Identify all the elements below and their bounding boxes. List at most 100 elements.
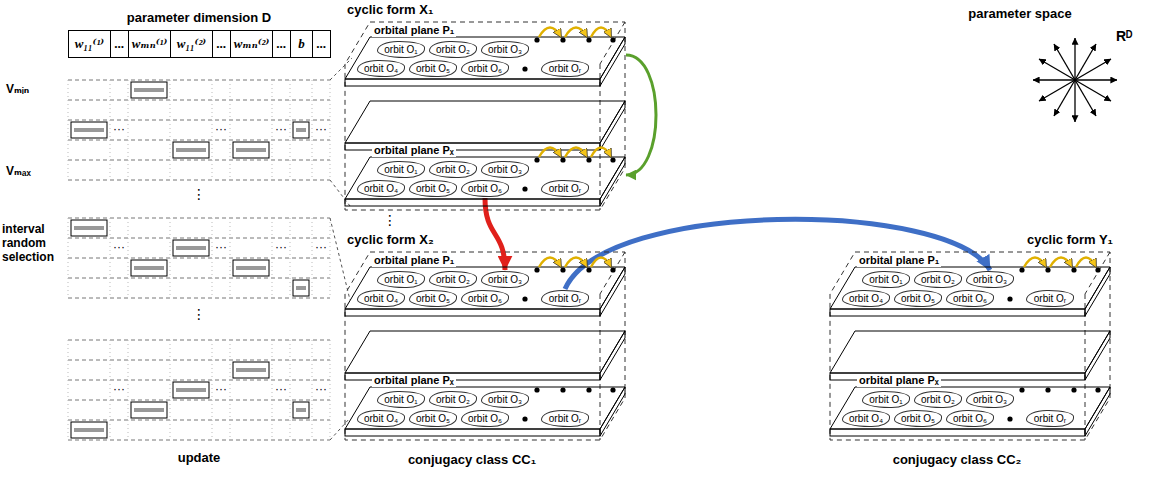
vertical-ellipsis: ⋮ bbox=[382, 212, 398, 229]
value-interval-box bbox=[293, 402, 309, 418]
orbit-label: orbit O₂ bbox=[921, 274, 955, 285]
orbit-label: orbit O₅ bbox=[416, 413, 450, 424]
plane-shape bbox=[345, 37, 625, 79]
plane-shape bbox=[830, 331, 1110, 373]
selected-value-bar bbox=[236, 266, 266, 270]
orbit-region: orbit O₁ bbox=[862, 391, 910, 408]
element-dot bbox=[560, 37, 565, 42]
selected-value-bar bbox=[176, 246, 206, 250]
orbit-label: orbit O₆ bbox=[468, 413, 502, 424]
grid-column-lines bbox=[68, 80, 330, 440]
orbit-region: orbit O₁ bbox=[377, 41, 425, 58]
plane-shape bbox=[830, 267, 1110, 309]
orbit-region: orbit O₄ bbox=[357, 290, 405, 307]
vertical-ellipsis: ⋮ bbox=[191, 186, 207, 203]
parameter-cell: ... bbox=[312, 30, 331, 58]
orbit-region: orbit O₂ bbox=[914, 391, 962, 408]
element-dot bbox=[534, 387, 539, 392]
grid-column-lines bbox=[68, 218, 330, 298]
selected-value-bar bbox=[236, 148, 266, 152]
orbit-step-arrow bbox=[1076, 258, 1096, 268]
orbit-label: orbit O₅ bbox=[416, 293, 450, 304]
parameter-cell: wₘₙ⁽¹⁾ bbox=[128, 30, 171, 58]
cube-outline bbox=[830, 252, 1110, 440]
orbit-label: orbit O₃ bbox=[973, 394, 1007, 405]
parameter-space-star bbox=[1033, 79, 1075, 80]
cyclic-form-title: cyclic form X₂ bbox=[345, 232, 436, 248]
orbit-region: orbit O₂ bbox=[429, 41, 477, 58]
table-title: parameter dimension D bbox=[68, 10, 330, 26]
orbit-label: orbit O₆ bbox=[468, 63, 502, 74]
selected-value-bar bbox=[296, 408, 306, 412]
element-dot bbox=[534, 37, 539, 42]
cyclic-form-box: cyclic form X₁orbital plane P₁orbit O₁or… bbox=[345, 2, 630, 212]
parameter-space-star bbox=[1074, 38, 1075, 80]
parameter-space-star bbox=[1075, 44, 1096, 80]
parameter-name: ... bbox=[317, 36, 327, 52]
plane-shape bbox=[830, 387, 1110, 429]
orbit-region: orbit O₄ bbox=[357, 180, 405, 197]
orbit-label: orbit O₂ bbox=[436, 394, 470, 405]
orbit-label: orbit O₂ bbox=[921, 394, 955, 405]
plane-shape bbox=[345, 387, 625, 429]
orbit-label: orbit Oᵣ bbox=[549, 293, 581, 304]
ellipsis: ··· bbox=[110, 382, 128, 396]
parameter-name: wₘₙ⁽²⁾ bbox=[234, 36, 270, 52]
orbital-plane: orbital plane Pₓorbit O₁orbit O₂orbit O₃… bbox=[345, 144, 625, 206]
orbit-label: orbit O₂ bbox=[436, 274, 470, 285]
orbit-region: orbit O₆ bbox=[461, 410, 509, 427]
element-dot bbox=[1007, 416, 1012, 421]
selected-value-bar bbox=[296, 286, 306, 290]
orbit-label: orbit Oᵣ bbox=[1034, 293, 1066, 304]
cyclic-form-box: cyclic form Y₁ orbital plane P₁ orbit O₁ or… bbox=[830, 232, 1115, 442]
orbit-label: orbit Oᵣ bbox=[549, 63, 581, 74]
orbit-label: orbit O₃ bbox=[488, 274, 522, 285]
orbit-region: orbit O₃ bbox=[481, 391, 529, 408]
element-dot bbox=[534, 157, 539, 162]
orbit-label: orbit O₄ bbox=[849, 413, 883, 424]
orbital-plane: orbital plane P₁orbit O₁orbit O₂orbit O₃… bbox=[345, 254, 625, 316]
ellipsis: ··· bbox=[312, 382, 330, 396]
element-dot bbox=[522, 186, 527, 191]
element-dot bbox=[1071, 387, 1076, 392]
orbit-step-arrow bbox=[565, 258, 587, 268]
plane-shape bbox=[345, 331, 625, 373]
orbit-region: orbit O₃ bbox=[481, 161, 529, 178]
orbit-region: orbit O₂ bbox=[429, 391, 477, 408]
plane-shape bbox=[345, 101, 625, 143]
conjugacy-arrow bbox=[565, 219, 990, 289]
plane-shape bbox=[1085, 331, 1110, 380]
value-interval-box bbox=[173, 240, 209, 256]
intra-class-arrow bbox=[626, 55, 656, 175]
orbit-label: orbit O₆ bbox=[468, 183, 502, 194]
element-dot bbox=[610, 267, 615, 272]
orbit-region: orbit Oᵣ bbox=[1026, 290, 1074, 307]
orbit-region: orbit O₁ bbox=[377, 161, 425, 178]
grid-row-lines bbox=[68, 340, 330, 440]
orbit-region: orbit O₃ bbox=[481, 271, 529, 288]
parameter-cell: b bbox=[290, 30, 313, 58]
orbit-label: orbit O₃ bbox=[488, 164, 522, 175]
orbit-region: orbit O₆ bbox=[461, 290, 509, 307]
orbit-label: orbit Oᵣ bbox=[1034, 413, 1066, 424]
ellipsis: ··· bbox=[272, 382, 290, 396]
orbit-region: orbit Oᵣ bbox=[541, 290, 589, 307]
plane-shape bbox=[345, 267, 625, 309]
parameter-name: w₁₁⁽¹⁾ bbox=[75, 36, 104, 52]
parameter-cell: ... bbox=[212, 30, 231, 58]
value-interval-box bbox=[173, 382, 209, 398]
value-interval-box bbox=[131, 402, 167, 418]
orbit-region: orbit O₁ bbox=[862, 271, 910, 288]
orbit-region: orbit O₄ bbox=[357, 410, 405, 427]
cyclic-form-title: cyclic form Y₁ bbox=[1025, 232, 1115, 248]
orbit-step-arrow bbox=[539, 148, 561, 158]
value-interval-box bbox=[293, 280, 309, 296]
plane-shape bbox=[600, 387, 625, 436]
orbit-step-arrow bbox=[1050, 258, 1072, 268]
plane-label: orbital plane P₁ bbox=[857, 254, 941, 267]
element-dot bbox=[586, 267, 591, 272]
plane-shape bbox=[1085, 267, 1110, 316]
orbit-label: orbit O₁ bbox=[384, 44, 417, 55]
selected-value-bar bbox=[236, 368, 266, 372]
parameter-name: b bbox=[298, 36, 305, 52]
